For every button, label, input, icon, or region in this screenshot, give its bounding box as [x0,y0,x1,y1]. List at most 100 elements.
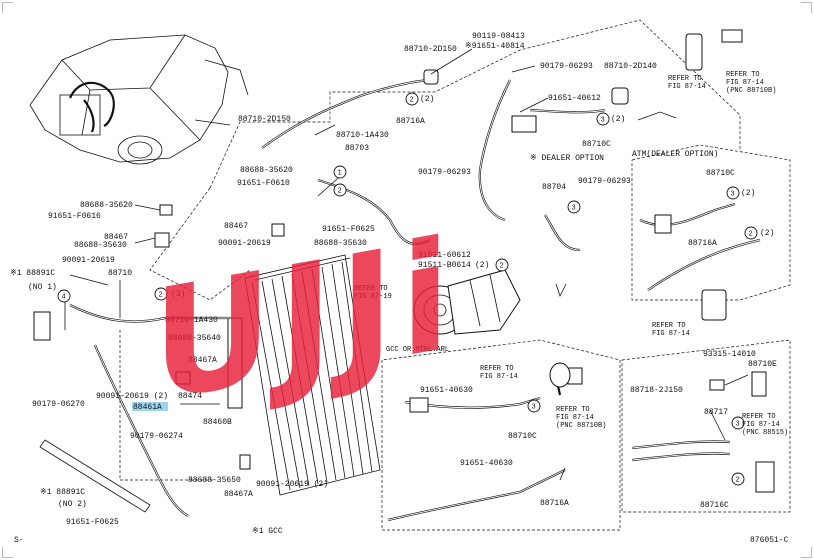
part-label: 91651-F0625 [322,225,375,234]
window-corner-tr [801,2,812,13]
part-label: ※1 88891C [10,269,55,278]
part-label: 93315-14010 [703,350,756,359]
part-label: 91651-F0616 [48,212,101,221]
callout-circles: 2 3 1 2 3 3 2 2 4 2 3 3 2 [57,92,758,486]
part-label: 88716C [700,501,729,510]
part-label: FIG 87-14 [742,421,780,429]
part-label: 90091-20619 [218,239,271,248]
part-label: 88474 [178,392,202,401]
part-label: 88717 [704,408,728,417]
part-label: (2) [760,229,774,238]
part-label: FIG 87-14 [668,83,706,91]
condenser [227,254,381,496]
part-label: 88467 [104,233,128,242]
vehicle-illustration [29,34,249,165]
part-label: REFER TO [668,75,702,83]
part-label: 88461A [133,403,162,412]
part-label: 88710C [508,432,537,441]
small-parts [33,29,775,513]
part-label: 91511-B0614 [418,261,471,270]
part-label: 88710-2D140 [604,62,657,71]
part-label: 88716A [688,239,717,248]
part-label: 90179-06293 [540,62,593,71]
callout-number: 3 [731,191,735,199]
highlight-box [132,402,168,411]
part-label: (2) [741,189,755,198]
region-outlines [119,19,791,531]
part-label: 88710-2D150 [404,45,457,54]
part-label: ※ DEALER OPTION [530,154,604,163]
part-label: FIG 87-14 [726,79,764,87]
part-label: 88710 [108,269,132,278]
callout-number: 1 [338,170,342,178]
diagram-id: 876051-C [750,536,789,545]
part-label: 88716A [540,499,569,508]
part-label: 88718-2J150 [630,386,683,395]
callout-number: 3 [736,421,740,429]
part-label: 88467A [188,356,217,365]
part-label: FIG 87-14 [556,414,594,422]
part-label: 88710-2D150 [238,115,291,124]
callout-number: 3 [532,404,536,412]
callout-number: 2 [159,292,163,300]
part-label: REFER TO [480,365,514,373]
part-label: 88688-35620 [240,166,293,175]
part-label: 90091-20619 [62,256,115,265]
part-label: (2) [611,115,625,124]
callout-number: 4 [62,294,66,302]
part-label: 88710-1A430 [165,316,218,325]
part-label: 88710-1A430 [336,131,389,140]
part-label: 91511-60612 [418,251,471,260]
part-label: REFER TO [556,406,590,414]
part-label: 88710C [582,140,611,149]
part-label: 91651-40612 [548,94,601,103]
part-label: ※1 88891C [40,488,85,497]
reference-arrow [555,283,567,298]
part-label: 88710C [706,169,735,178]
part-label: FIG 87-14 [652,330,690,338]
callout-number: 3 [601,117,605,125]
part-label: (PNC 88515) [742,429,788,437]
part-label: 88704 [542,183,566,192]
part-label: 88467 [224,222,248,231]
callout-number: 2 [500,263,504,271]
part-label: 90119-08413 [472,32,525,41]
part-label: (PNC 88710B) [556,422,606,430]
part-label: REFER TO [652,322,686,330]
part-label: 88703 [345,144,369,153]
part-label: (2) [420,95,434,104]
part-label: 91651-F0625 [66,518,119,527]
window-corner-br [801,547,812,558]
part-label: ATM(DEALER OPTION) [632,150,718,159]
callout-number: 2 [736,477,740,485]
part-label: 91651-F0610 [237,179,290,188]
part-label: 88688-35630 [314,239,367,248]
part-label: ※91651-40814 [465,42,525,51]
callout-number: 2 [749,231,753,239]
part-label: 91651-40630 [420,386,473,395]
part-label: (NO 2) [58,500,87,509]
leader-lines [64,48,749,481]
compressor [413,269,521,335]
part-labels: 88710-2D150 90119-08413 ※91651-40814 901… [10,32,789,545]
part-label: 90091-20619 (2) [256,480,328,489]
part-label: 90091-20619 (2) [96,392,168,401]
part-label: 88688-35620 [80,201,133,210]
part-label: REFER TO [354,285,388,293]
part-label: (3) [171,290,185,299]
part-label: 90179-06270 [32,400,85,409]
callout-number: 3 [572,205,576,213]
callout-number: 2 [410,97,414,105]
part-label: 91651-40630 [460,459,513,468]
part-label: REFER TO [726,71,760,79]
part-label: 90179-06293 [578,177,631,186]
window-corner-tl [2,2,13,13]
part-label: (NO 1) [28,283,57,292]
part-label: 88710E [748,360,777,369]
part-label: (PNC 88710B) [726,87,776,95]
part-label: GCC OR MTNL.ARL [386,346,449,354]
footer-left: S- [14,536,24,545]
part-label: 88688-35630 [74,241,127,250]
part-label: 88688-35650 [188,476,241,485]
